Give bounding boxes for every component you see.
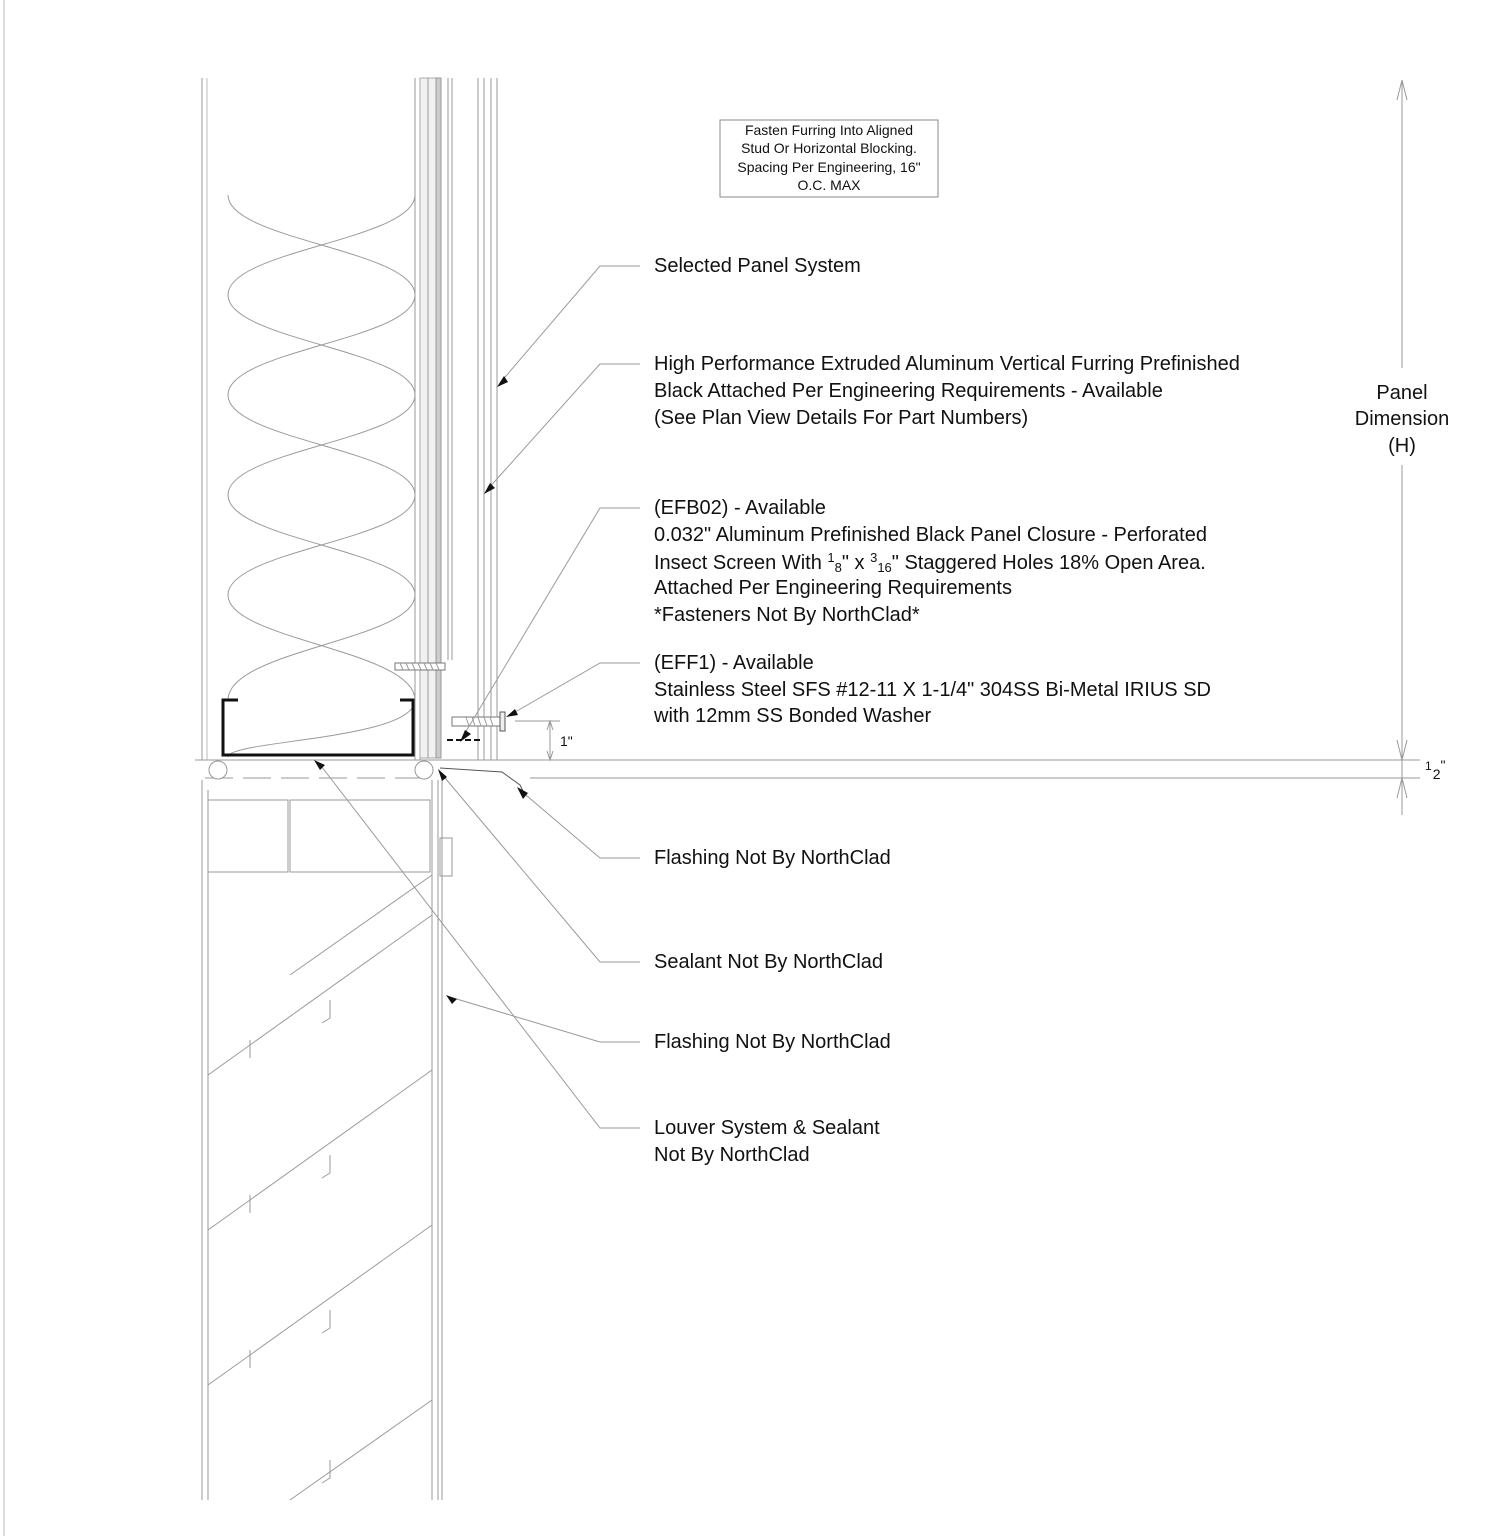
wall-assembly <box>195 77 1420 796</box>
dimension-label: Panel <box>1376 382 1427 404</box>
dimension-half-label: 12" <box>1425 757 1445 782</box>
note-line: O.C. MAX <box>797 177 861 193</box>
dimension-label: Dimension <box>1355 408 1449 430</box>
fastener-icon <box>447 711 506 741</box>
callout-efb02: 0.032" Aluminum Prefinished Black Panel … <box>654 524 1207 546</box>
callout-furring: Black Attached Per Engineering Requireme… <box>654 380 1163 402</box>
note-line: Spacing Per Engineering, 16" <box>737 159 920 175</box>
batt-insulation <box>227 194 416 758</box>
callout-louver: Not By NorthClad <box>654 1144 810 1166</box>
leader-lines <box>317 265 640 1129</box>
dimension-label: (H) <box>1388 435 1416 457</box>
louver-system <box>201 780 453 1501</box>
callout-eff1: (EFF1) - Available <box>654 652 814 674</box>
callout-sealant: Sealant Not By NorthClad <box>654 951 883 973</box>
callout-eff1: Stainless Steel SFS #12-11 X 1-1/4" 304S… <box>654 679 1211 701</box>
dimension-1in: 1" <box>515 719 573 762</box>
dimension-1in-label: 1" <box>560 733 573 749</box>
callout-louver: Louver System & Sealant <box>654 1117 880 1139</box>
note-box: Fasten Furring Into Aligned Stud Or Hori… <box>719 119 939 198</box>
note-line: Stud Or Horizontal Blocking. <box>741 140 917 156</box>
backer-rod <box>208 760 228 780</box>
sheathing-hatch <box>419 77 442 759</box>
callout-efb02: (EFB02) - Available <box>654 497 826 519</box>
callout-panel-system: Selected Panel System <box>654 255 861 277</box>
flashing <box>439 767 526 796</box>
arrowheads <box>314 376 528 1004</box>
dimension-half-inch: 12" <box>1425 757 1445 782</box>
screw-icon <box>394 662 446 671</box>
callout-efb02: Attached Per Engineering Requirements <box>654 577 1012 599</box>
callout-flashing: Flashing Not By NorthClad <box>654 1031 891 1053</box>
note-line: Fasten Furring Into Aligned <box>745 122 913 138</box>
callout-efb02-screen: Insect Screen With 18" x 316" Staggered … <box>654 550 1206 575</box>
callout-flashing: Flashing Not By NorthClad <box>654 847 891 869</box>
callout-efb02: *Fasteners Not By NorthClad* <box>654 604 920 626</box>
callout-furring: High Performance Extruded Aluminum Verti… <box>654 353 1240 375</box>
steel-stud <box>221 698 415 757</box>
callout-furring: (See Plan View Details For Part Numbers) <box>654 407 1028 429</box>
panel-dimension: Panel Dimension (H) <box>1355 79 1449 815</box>
callout-eff1: with 12mm SS Bonded Washer <box>653 705 931 727</box>
backer-rod <box>414 760 434 780</box>
